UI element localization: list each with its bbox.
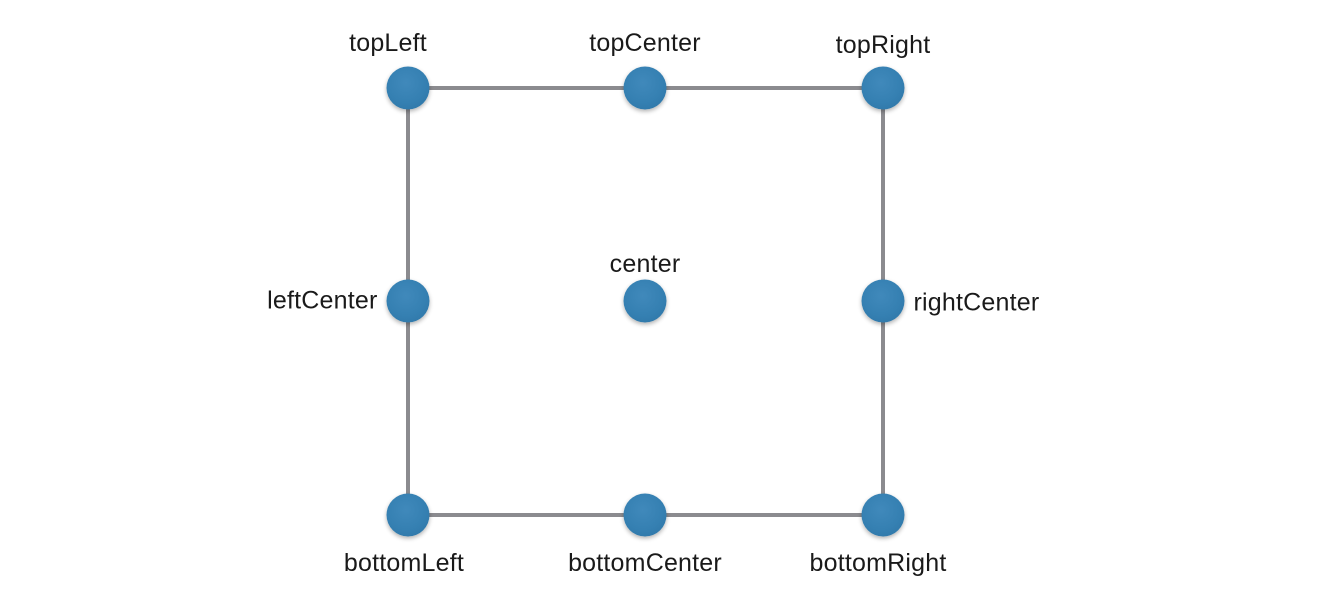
- anchor-label-center: center: [609, 249, 681, 278]
- anchor-dot-topLeft: [386, 66, 430, 110]
- anchor-dot-bottomLeft: [386, 493, 430, 537]
- anchor-label-topRight: topRight: [835, 30, 931, 59]
- anchor-dot-bottomCenter: [623, 493, 667, 537]
- anchor-dot-topRight: [861, 66, 905, 110]
- anchor-label-rightCenter: rightCenter: [913, 288, 1040, 317]
- anchor-label-topLeft: topLeft: [349, 28, 427, 57]
- anchor-label-bottomLeft: bottomLeft: [343, 548, 465, 577]
- anchor-dot-bottomRight: [861, 493, 905, 537]
- anchor-dot-rightCenter: [861, 279, 905, 323]
- anchor-label-bottomRight: bottomRight: [809, 548, 947, 577]
- anchor-dot-center: [623, 279, 667, 323]
- anchor-label-topCenter: topCenter: [589, 28, 701, 57]
- anchor-label-bottomCenter: bottomCenter: [568, 548, 722, 577]
- anchor-dot-leftCenter: [386, 279, 430, 323]
- anchor-label-leftCenter: leftCenter: [267, 286, 378, 315]
- anchor-dot-topCenter: [623, 66, 667, 110]
